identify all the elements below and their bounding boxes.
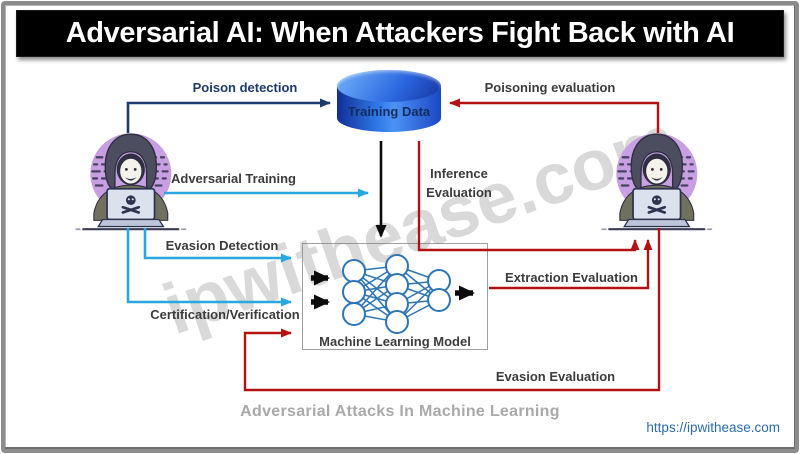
certification-verification-arrow (126, 228, 292, 307)
evasion-detection-arrow (143, 228, 292, 263)
adversarial-training-label: Adversarial Training (171, 171, 296, 186)
evasion-detection-label: Evasion Detection (165, 238, 279, 253)
attacker-right-illustration (600, 131, 713, 231)
inference-evaluation-label: Inference Evaluation (426, 166, 492, 200)
poisoning-evaluation-arrow (449, 98, 660, 133)
evasion-evaluation-arrow (243, 228, 661, 392)
diagram-caption: Adversarial Attacks In Machine Learning (240, 403, 560, 420)
certification-verification-label: Certification/Verification (150, 307, 300, 322)
cylinder-top (337, 70, 441, 102)
title-banner: Adversarial AI: When Attackers Fight Bac… (16, 10, 784, 57)
neural-network (342, 254, 451, 334)
poisoning-evaluation-label: Poisoning evaluation (484, 80, 616, 95)
ml-model-label: Machine Learning Model (319, 334, 471, 349)
page-title: Adversarial AI: When Attackers Fight Bac… (65, 17, 735, 49)
training-data-cylinder: Training Data (337, 70, 441, 140)
poison-detection-label: Poison detection (192, 80, 298, 95)
footer-url-link[interactable]: https://ipwithease.com (646, 420, 780, 435)
evasion-evaluation-label: Evasion Evaluation (495, 369, 616, 384)
extraction-evaluation-arrow (489, 239, 653, 290)
poison-detection-arrow (126, 98, 331, 133)
extraction-evaluation-label: Extraction Evaluation (505, 270, 638, 285)
attacker-left-illustration (74, 131, 187, 231)
training-data-label: Training Data (347, 104, 431, 119)
inference-evaluation-arrow (417, 141, 640, 252)
